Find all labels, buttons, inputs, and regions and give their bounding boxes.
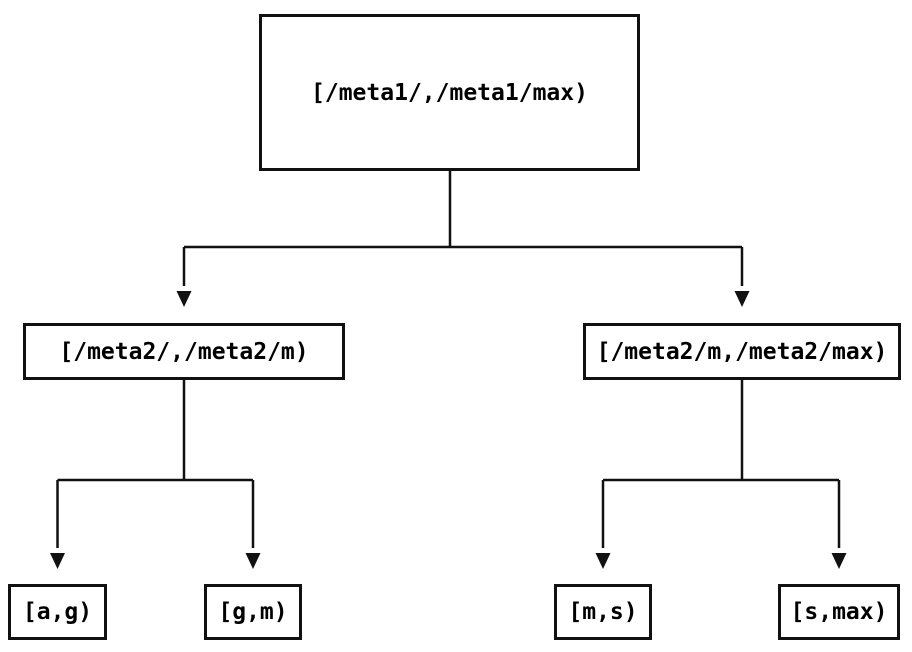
node-label: [a,g) <box>22 599 93 625</box>
node-label: [m,s) <box>568 599 638 625</box>
node-label: [/meta2/,/meta2/m) <box>59 338 309 365</box>
node-meta2-upper-range: [/meta2/m,/meta2/max) <box>583 323 901 380</box>
arrowhead-to-meta2-right-icon <box>734 291 750 307</box>
node-leaf-ms: [m,s) <box>554 584 652 640</box>
arrowhead-to-leaf-gm-icon <box>245 553 261 569</box>
node-leaf-ag: [a,g) <box>8 584 107 640</box>
arrowhead-to-meta2-left-icon <box>176 291 192 307</box>
node-leaf-smax: [s,max) <box>778 584 900 640</box>
node-label: [/meta2/m,/meta2/max) <box>596 338 888 365</box>
node-root-meta1-range: [/meta1/,/meta1/max) <box>259 14 640 171</box>
node-label: [/meta1/,/meta1/max) <box>311 79 588 106</box>
node-label: [s,max) <box>790 599 888 625</box>
arrowhead-to-leaf-ms-icon <box>595 553 611 569</box>
arrowhead-to-leaf-smax-icon <box>831 553 847 569</box>
node-label: [g,m) <box>218 599 288 625</box>
node-meta2-lower-range: [/meta2/,/meta2/m) <box>23 323 345 380</box>
node-leaf-gm: [g,m) <box>204 584 302 640</box>
arrowhead-to-leaf-ag-icon <box>50 553 65 569</box>
